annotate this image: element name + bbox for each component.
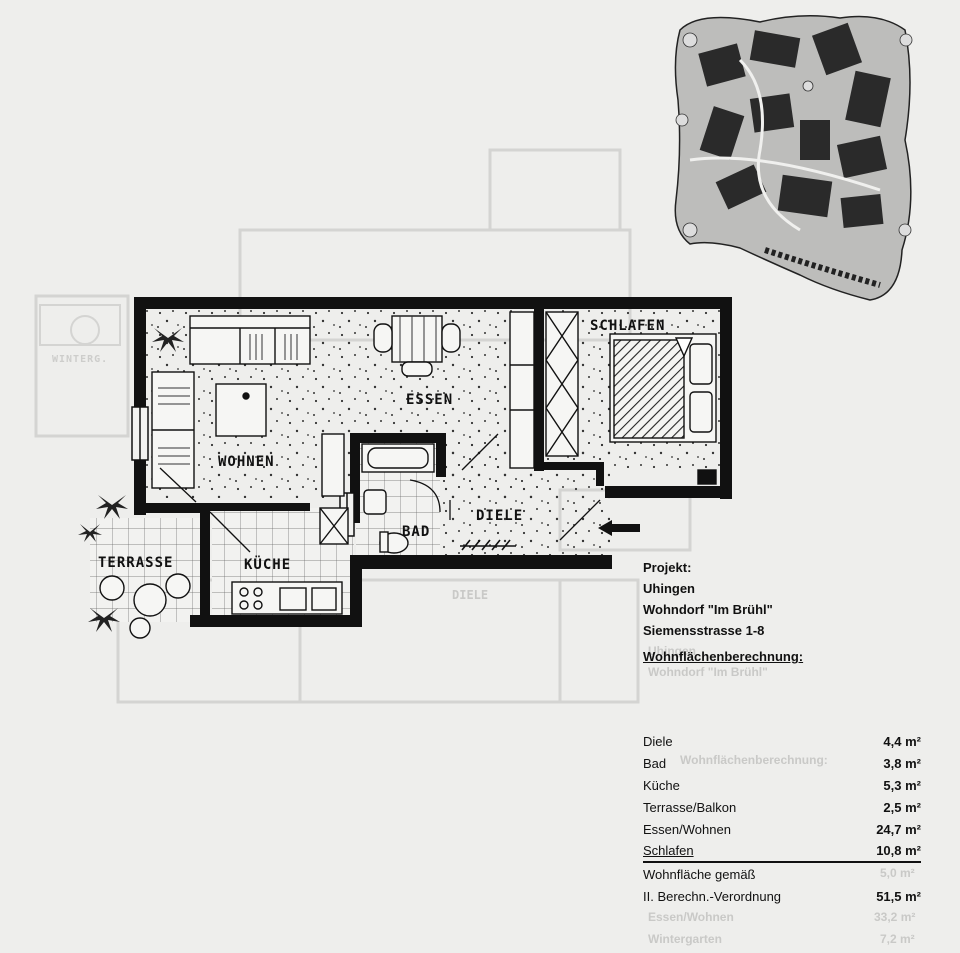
total-label-line-2: II. Berechn.-Verordnung: [643, 889, 782, 904]
ghost-text: Wintergarten: [648, 932, 722, 946]
room-label-bad: BAD: [402, 524, 430, 540]
project-street: Siemensstrasse 1-8: [643, 623, 765, 638]
area-row-name: Diele: [643, 734, 673, 749]
room-label-wohnen: WOHNEN: [218, 454, 275, 470]
area-row-value: 5,3 m²: [883, 778, 921, 793]
walls: [134, 297, 732, 627]
plants: [78, 328, 184, 632]
area-row-value: 2,5 m²: [883, 800, 921, 815]
total-label-line-1: Wohnfläche gemäß: [643, 867, 756, 882]
area-row-name: Bad: [643, 756, 667, 771]
ghost-text: DIELE: [452, 588, 489, 602]
room-label-diele: DIELE: [476, 508, 523, 524]
area-row-name: Essen/Wohnen: [643, 822, 731, 837]
room-label-terrasse: TERRASSE: [98, 555, 173, 571]
area-row: Essen/Wohnen 24,7 m²: [643, 819, 921, 841]
total-row: II. Berechn.-Verordnung 51,5 m²: [643, 886, 921, 908]
threshold-marks: [460, 539, 516, 551]
calculation-title: Wohnflächenberechnung:: [643, 649, 804, 664]
area-row: Diele 4,4 m²: [643, 731, 921, 753]
doors: [159, 433, 601, 553]
area-row-name: Schlafen: [643, 843, 694, 858]
area-row: Schlafen 10,8 m²: [643, 841, 921, 863]
project-city: Uhingen: [643, 581, 695, 596]
room-label-kueche: KÜCHE: [244, 555, 291, 573]
room-label-wintergarten: WINTERG.: [52, 354, 108, 365]
ghost-text: Wohndorf "Im Brühl": [648, 665, 768, 679]
area-row: Küche 5,3 m²: [643, 775, 921, 797]
furniture: [99, 311, 717, 639]
area-row-value: 3,8 m²: [883, 756, 921, 771]
total-value: 51,5 m²: [876, 889, 921, 904]
site-plan-sketch: [674, 15, 913, 301]
project-heading: Projekt:: [643, 560, 692, 575]
area-row: Terrasse/Balkon 2,5 m²: [643, 797, 921, 819]
area-row-value: 4,4 m²: [883, 734, 921, 749]
area-table: Diele 4,4 m² Bad 3,8 m² Küche 5,3 m² Ter…: [643, 731, 921, 908]
room-label-schlafen: SCHLAFEN: [590, 318, 665, 334]
ghost-text: 7,2 m²: [880, 932, 915, 946]
area-row-name: Terrasse/Balkon: [643, 800, 737, 815]
ghost-text: 5,0 m²: [880, 866, 915, 880]
entrance-arrow-icon: [598, 520, 640, 536]
area-row-name: Küche: [643, 778, 680, 793]
ghost-text: 33,2 m²: [874, 910, 916, 924]
ghost-text: Wohnflächenberechnung:: [680, 753, 828, 767]
room-label-essen: ESSEN: [406, 392, 453, 408]
project-name: Wohndorf "Im Brühl": [643, 602, 773, 617]
project-info: Projekt: Uhingen Wohndorf "Im Brühl" Sie…: [643, 557, 923, 667]
ghost-text: Uhingen: [648, 644, 696, 658]
area-row-value: 24,7 m²: [876, 822, 921, 837]
ghost-text: Essen/Wohnen: [648, 910, 734, 924]
area-row-value: 10,8 m²: [876, 843, 921, 858]
area-row: Bad 3,8 m²: [643, 753, 921, 775]
